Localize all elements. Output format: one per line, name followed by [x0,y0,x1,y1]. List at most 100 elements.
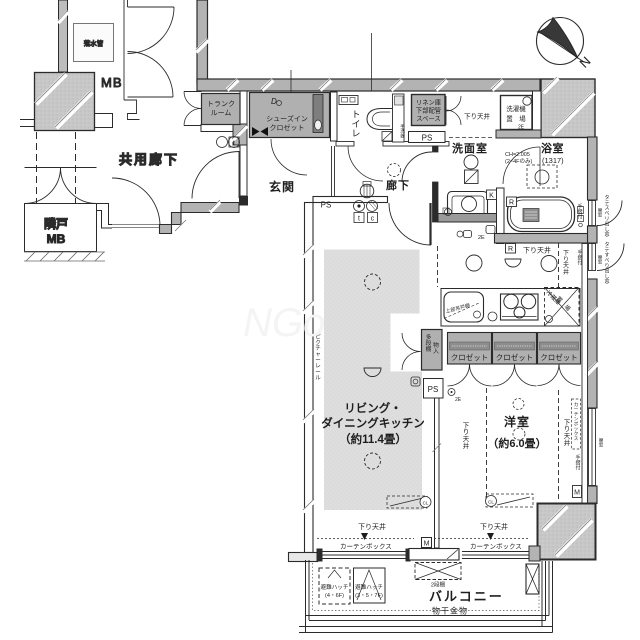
svg-text:ト: ト [351,110,360,120]
svg-text:下り天井: 下り天井 [358,522,386,531]
svg-text:M: M [574,490,580,497]
svg-text:ピ: ピ [315,334,321,341]
svg-text:す: す [604,253,609,259]
svg-text:(3・5・7F): (3・5・7F) [355,593,383,599]
svg-text:K: K [489,193,494,200]
svg-text:PS: PS [422,134,433,143]
svg-text:（約11.4畳）: （約11.4畳） [339,432,407,446]
svg-text:CL: CL [488,500,494,505]
svg-text:腰: 腰 [599,438,604,444]
svg-text:り: り [604,263,609,269]
svg-text:共用廊下: 共用廊下 [119,152,179,167]
svg-text:チ: チ [315,345,321,352]
svg-text:クロゼット: クロゼット [451,352,489,362]
svg-text:洗面室: 洗面室 [452,141,488,155]
svg-text:出: 出 [604,268,609,275]
svg-text:ス: ス [574,436,579,441]
svg-text:2E: 2E [478,235,485,241]
svg-text:天: 天 [463,435,470,443]
svg-text:テ: テ [574,412,579,418]
svg-text:CH=2.005: CH=2.005 [505,152,530,158]
svg-text:2段棚: 2段棚 [431,581,446,589]
svg-text:窓: 窓 [604,231,609,238]
svg-text:タ: タ [604,241,609,248]
svg-text:レ: レ [351,129,360,139]
svg-text:テ: テ [604,200,609,206]
svg-text:玄関: 玄関 [269,179,295,194]
svg-text:し: し [604,227,609,233]
svg-text:テ: テ [604,247,609,253]
svg-text:PS: PS [321,201,332,210]
svg-text:2E: 2E [455,397,462,403]
svg-text:クロゼット: クロゼット [540,352,578,362]
svg-text:ク: ク [315,339,321,346]
svg-text:天: 天 [563,263,569,270]
svg-text:り: り [563,256,569,263]
svg-text:手: 手 [577,249,582,256]
svg-text:洗: 洗 [400,128,405,135]
svg-text:し: し [604,274,609,280]
svg-text:井: 井 [463,441,470,450]
svg-text:井: 井 [564,438,571,447]
svg-text:ルーム: ルーム [211,109,232,117]
svg-text:MB: MB [101,75,123,90]
svg-text:リビング・: リビング・ [344,401,402,415]
svg-text:下り天井: 下り天井 [480,522,508,531]
svg-text:ー: ー [315,358,321,364]
svg-text:天: 天 [564,432,571,440]
svg-text:窓: 窓 [598,259,603,265]
svg-text:物: 物 [433,341,439,349]
svg-text:窓: 窓 [599,442,604,448]
svg-text:多: 多 [426,333,432,341]
svg-text:浴室: 浴室 [541,141,564,155]
svg-text:隣戸: 隣戸 [44,216,68,231]
svg-text:t: t [358,216,360,223]
svg-text:入: 入 [433,348,439,355]
svg-text:下: 下 [564,418,571,426]
svg-text:リネン庫: リネン庫 [416,98,442,107]
svg-text:ベ: ベ [604,211,609,217]
svg-text:ス: ス [604,206,609,212]
svg-text:ー: ー [315,370,321,376]
svg-text:(4・6F): (4・6F) [325,593,344,599]
svg-text:c: c [371,216,375,223]
svg-text:クロゼット: クロゼット [496,352,534,362]
svg-text:下り天井: 下り天井 [523,246,551,255]
svg-text:べ: べ [604,258,609,264]
svg-text:トランク: トランク [207,100,235,108]
svg-text:付: 付 [577,260,582,267]
svg-text:物干金物: 物干金物 [432,606,468,616]
svg-text:ク: ク [574,431,579,437]
svg-text:腰: 腰 [598,255,603,261]
svg-text:手: 手 [400,123,405,130]
svg-text:器: 器 [400,134,405,140]
svg-text:2E: 2E [518,125,525,131]
svg-text:CL: CL [423,501,429,506]
svg-text:ダイニングキッチン: ダイニングキッチン [321,416,425,430]
svg-text:MB: MB [47,232,66,246]
svg-text:摺: 摺 [577,208,582,215]
svg-text:下り天井: 下り天井 [464,112,491,121]
svg-text:PS: PS [428,385,439,394]
svg-text:避難ハッチ: 避難ハッチ [355,583,383,591]
svg-text:棚: 棚 [426,345,432,353]
svg-text:避難ハッチ: 避難ハッチ [321,583,349,591]
svg-text:摺: 摺 [575,459,580,466]
svg-text:窓: 窓 [604,278,609,285]
svg-text:クロゼット: クロゼット [270,123,305,132]
svg-text:廊下: 廊下 [386,178,410,192]
svg-text:バルコニー: バルコニー [429,589,504,604]
svg-text:レ: レ [315,364,321,370]
svg-text:ッ: ッ [574,426,579,431]
svg-text:出: 出 [604,221,609,228]
svg-text:スペース: スペース [416,115,440,123]
svg-text:下: 下 [563,250,569,257]
svg-text:カーテンボックス: カーテンボックス [340,543,392,551]
svg-text:付: 付 [575,465,580,472]
svg-text:R: R [508,246,513,253]
svg-text:井: 井 [563,268,569,276]
svg-text:タ: タ [604,194,609,201]
svg-text:段: 段 [426,339,432,347]
svg-text:手: 手 [575,454,580,461]
svg-text:(2~4Fのみ): (2~4Fのみ) [505,158,533,165]
